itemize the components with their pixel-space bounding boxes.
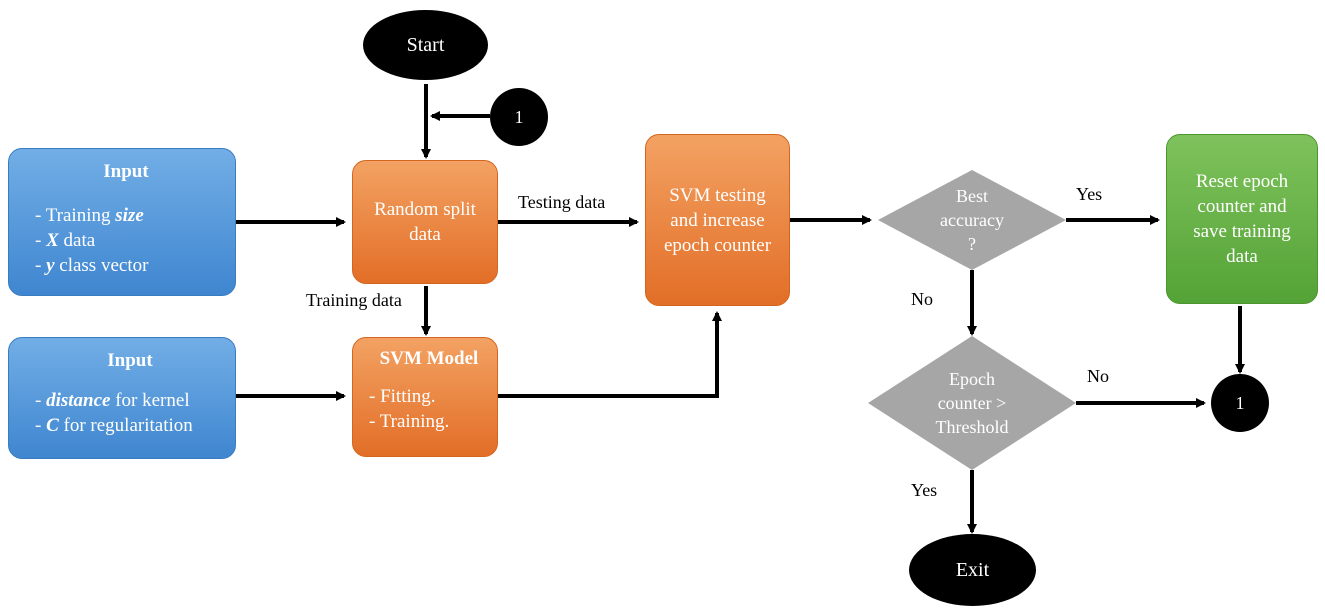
label-testing-data: Testing data — [518, 192, 606, 212]
reset-epoch-box: Reset epoch counter and save training da… — [1166, 134, 1318, 304]
input-1-line-x: - X data — [35, 230, 96, 251]
best-accuracy-decision — [878, 170, 1066, 270]
input-box-1: Input - Training size - X data - y class… — [8, 148, 236, 296]
label-yes-top: Yes — [1076, 184, 1103, 204]
svm-model-title: SVM Model — [379, 348, 479, 369]
svm-testing-label: SVM testing and increase epoch counter — [663, 184, 772, 256]
exit-label: Exit — [955, 558, 990, 581]
random-split-label: Random split data — [374, 199, 476, 245]
input-box-2: Input - distance for kernel - C for regu… — [8, 337, 236, 459]
reset-epoch-label: Reset epoch counter and save training da… — [1193, 171, 1291, 267]
connector-node-top: 1 — [490, 88, 548, 146]
random-split-box: Random split data — [352, 160, 498, 284]
svm-model-line-fitting: - Fitting. — [369, 386, 436, 407]
epoch-threshold-decision — [868, 336, 1076, 470]
connector-right-label: 1 — [1235, 392, 1245, 413]
svm-model-box: SVM Model - Fitting. - Training. — [352, 337, 498, 457]
edge-model-to-testing — [498, 311, 722, 398]
svm-model-line-training: - Training. — [369, 411, 450, 432]
connector-node-right: 1 — [1211, 374, 1269, 432]
exit-node: Exit — [909, 534, 1036, 606]
start-label: Start — [406, 33, 445, 56]
input-2-line-distance: - distance for kernel — [35, 390, 190, 411]
input-1-line-size: - Training size — [35, 205, 144, 226]
epoch-threshold-text: Epoch counter > Threshold — [935, 369, 1009, 437]
input-2-line-c: - C for regularitation — [35, 415, 193, 436]
best-accuracy-text: Best accuracy ? — [940, 186, 1004, 254]
input-2-title: Input — [107, 350, 153, 371]
input-1-title: Input — [103, 161, 149, 182]
label-no-right: No — [1087, 366, 1109, 386]
label-training-data: Training data — [306, 290, 402, 310]
input-1-line-y: - y class vector — [35, 255, 149, 276]
label-yes-bottom: Yes — [911, 480, 938, 500]
start-node: Start — [363, 10, 488, 80]
svm-testing-box: SVM testing and increase epoch counter — [645, 134, 790, 306]
connector-top-label: 1 — [514, 106, 524, 127]
label-no-left: No — [911, 289, 933, 309]
